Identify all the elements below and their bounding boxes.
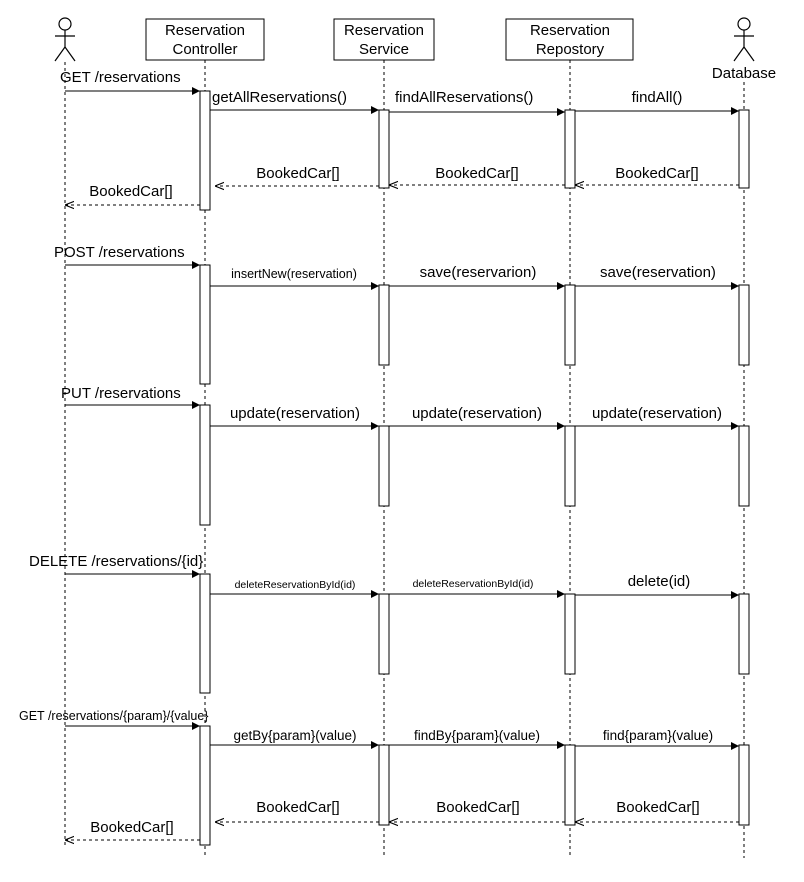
get-repo-return-label: BookedCar[]: [435, 165, 518, 182]
service-label-line1: Reservation: [344, 22, 424, 39]
database-label: Database: [712, 65, 776, 82]
database-actor-icon: [733, 17, 755, 62]
put-repo-call-label: update(reservation): [592, 405, 722, 422]
get-repo-call-label: findAll(): [632, 89, 683, 106]
service-label-line2: Service: [359, 41, 409, 58]
get-controller-call-label: getAllReservations(): [212, 89, 347, 106]
service-box: Reservation Service: [333, 18, 435, 61]
post-request-label: POST /reservations: [54, 244, 185, 261]
database-activation-get: [738, 109, 750, 189]
user-actor-icon: [54, 17, 76, 62]
delete-repo-call-label: delete(id): [628, 573, 691, 590]
put-controller-call-label: update(reservation): [230, 405, 360, 422]
controller-activation-getby: [199, 725, 211, 846]
service-activation-getby: [378, 744, 390, 826]
service-activation-post: [378, 284, 390, 366]
get-request-label: GET /reservations: [60, 69, 181, 86]
database-activation-delete: [738, 593, 750, 675]
repository-label-line2: Repostory: [536, 41, 605, 58]
database-activation-put: [738, 425, 750, 507]
service-activation-put: [378, 425, 390, 507]
repository-activation-getby: [564, 744, 576, 826]
controller-label-line1: Reservation: [165, 22, 245, 39]
repository-label-line1: Reservation: [530, 22, 610, 39]
getby-controller-call-label: getBy{param}(value): [233, 728, 356, 743]
repository-activation-put: [564, 425, 576, 507]
delete-service-call-label: deleteReservationById(id): [413, 578, 534, 590]
controller-activation-post: [199, 264, 211, 385]
repository-box: Reservation Repostory: [505, 18, 634, 61]
put-request-label: PUT /reservations: [61, 385, 181, 402]
delete-controller-call-label: deleteReservationById(id): [235, 579, 356, 591]
database-activation-post: [738, 284, 750, 366]
controller-box: Reservation Controller: [145, 18, 265, 61]
get-service-return-label: BookedCar[]: [256, 165, 339, 182]
repository-activation-delete: [564, 593, 576, 675]
getby-controller-return-label: BookedCar[]: [90, 819, 173, 836]
getby-repo-return-label: BookedCar[]: [436, 799, 519, 816]
repository-activation-post: [564, 284, 576, 366]
controller-activation-get: [199, 90, 211, 211]
post-controller-call-label: insertNew(reservation): [231, 267, 357, 281]
put-service-call-label: update(reservation): [412, 405, 542, 422]
get-service-call-label: findAllReservations(): [395, 89, 533, 106]
getby-db-return-label: BookedCar[]: [616, 799, 699, 816]
database-activation-getby: [738, 744, 750, 826]
service-activation-delete: [378, 593, 390, 675]
getby-service-call-label: findBy{param}(value): [414, 728, 540, 743]
repository-activation-get: [564, 109, 576, 189]
getby-request-label: GET /reservations/{param}/{value}: [19, 709, 208, 723]
delete-request-label: DELETE /reservations/{id}: [29, 553, 203, 570]
post-repo-call-label: save(reservation): [600, 264, 716, 281]
controller-activation-delete: [199, 573, 211, 694]
service-activation-get: [378, 109, 390, 189]
post-service-call-label: save(reservarion): [420, 264, 537, 281]
get-db-return-label: BookedCar[]: [615, 165, 698, 182]
get-controller-return-label: BookedCar[]: [89, 183, 172, 200]
controller-label-line2: Controller: [172, 41, 237, 58]
getby-repo-call-label: find{param}(value): [603, 728, 713, 743]
getby-service-return-label: BookedCar[]: [256, 799, 339, 816]
controller-activation-put: [199, 404, 211, 526]
